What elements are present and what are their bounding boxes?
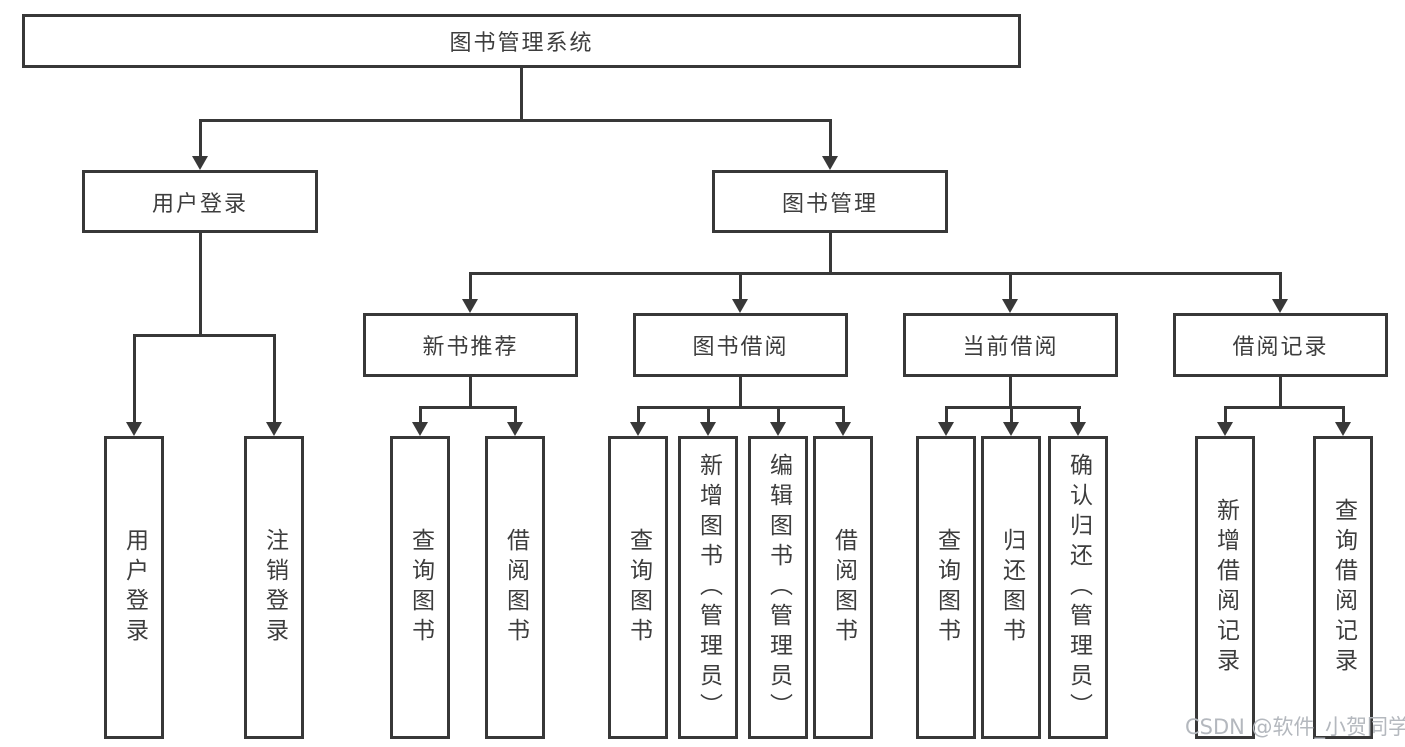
leaf-logout: 注销登录	[244, 436, 304, 739]
arrowhead-down-icon	[835, 422, 851, 436]
leaf-current-return-books: 归还图书	[981, 436, 1041, 739]
connector-line	[199, 231, 202, 335]
arrowhead-down-icon	[1003, 422, 1019, 436]
connector-line	[1009, 272, 1012, 301]
leaf-records-add-record: 新增借阅记录	[1195, 436, 1255, 739]
arrowhead-down-icon	[507, 422, 523, 436]
connector-line	[1279, 272, 1282, 301]
connector-line	[514, 406, 517, 424]
node-borrow-records: 借阅记录	[1173, 313, 1388, 377]
arrowhead-down-icon	[1070, 422, 1086, 436]
node-book-management-label: 图书管理	[781, 191, 878, 217]
connector-line	[739, 272, 742, 301]
leaf-borrow-add-books-admin: 新增图书（管理员）	[678, 436, 738, 739]
arrowhead-down-icon	[1272, 299, 1288, 313]
leaf-current-query-books: 查询图书	[916, 436, 976, 739]
connector-line	[945, 406, 948, 424]
arrowhead-down-icon	[700, 422, 716, 436]
connector-line	[637, 406, 845, 409]
connector-line	[829, 231, 832, 275]
arrowhead-down-icon	[1335, 422, 1351, 436]
connector-line	[777, 406, 780, 424]
leaf-borrow-edit-books-admin-label: 编辑图书（管理员）	[765, 452, 792, 723]
arrowhead-down-icon	[822, 156, 838, 170]
leaf-user-login: 用户登录	[104, 436, 164, 739]
connector-line	[1279, 375, 1282, 409]
node-book-management: 图书管理	[712, 170, 948, 233]
connector-line	[637, 406, 640, 424]
leaf-current-confirm-return-admin-label: 确认归还（管理员）	[1065, 452, 1092, 723]
leaf-current-return-books-label: 归还图书	[998, 527, 1025, 648]
connector-line	[945, 406, 1081, 409]
connector-line	[273, 334, 276, 424]
leaf-newrec-query-books: 查询图书	[390, 436, 450, 739]
connector-line	[739, 375, 742, 409]
node-current-borrow-label: 当前借阅	[962, 335, 1059, 360]
arrowhead-down-icon	[1002, 299, 1018, 313]
leaf-borrow-borrow-books-label: 借阅图书	[830, 527, 857, 648]
node-user-login: 用户登录	[82, 170, 318, 233]
arrowhead-down-icon	[462, 299, 478, 313]
arrowhead-down-icon	[266, 422, 282, 436]
node-book-borrow: 图书借阅	[633, 313, 848, 377]
connector-line	[707, 406, 710, 424]
connector-line	[1077, 406, 1080, 424]
connector-line	[419, 406, 517, 409]
leaf-logout-label: 注销登录	[261, 527, 288, 648]
connector-line	[1010, 406, 1013, 424]
leaf-newrec-borrow-books: 借阅图书	[485, 436, 545, 739]
node-new-book-recommend: 新书推荐	[363, 313, 578, 377]
leaf-current-query-books-label: 查询图书	[933, 527, 960, 648]
arrowhead-down-icon	[732, 299, 748, 313]
leaf-borrow-query-books-label: 查询图书	[625, 527, 652, 648]
node-root-label: 图书管理系统	[449, 31, 594, 56]
connector-line	[829, 119, 832, 159]
node-new-book-recommend-label: 新书推荐	[422, 335, 519, 360]
connector-line	[520, 66, 523, 121]
leaf-current-confirm-return-admin: 确认归还（管理员）	[1048, 436, 1108, 739]
connector-line	[1009, 375, 1012, 409]
connector-line	[469, 272, 1282, 275]
connector-line	[199, 119, 831, 122]
leaf-borrow-borrow-books: 借阅图书	[813, 436, 873, 739]
arrowhead-down-icon	[938, 422, 954, 436]
connector-line	[419, 406, 422, 424]
leaf-records-query-record-label: 查询借阅记录	[1330, 497, 1357, 678]
connector-line	[1224, 406, 1345, 409]
arrowhead-down-icon	[126, 422, 142, 436]
leaf-borrow-add-books-admin-label: 新增图书（管理员）	[695, 452, 722, 723]
leaf-user-login-label: 用户登录	[121, 527, 148, 648]
connector-line	[1224, 406, 1227, 424]
connector-line	[469, 272, 472, 301]
leaf-newrec-borrow-books-label: 借阅图书	[502, 527, 529, 648]
connector-line	[199, 119, 202, 159]
leaf-records-query-record: 查询借阅记录	[1313, 436, 1373, 739]
node-root: 图书管理系统	[22, 14, 1021, 68]
leaf-borrow-query-books: 查询图书	[608, 436, 668, 739]
leaf-borrow-edit-books-admin: 编辑图书（管理员）	[748, 436, 808, 739]
leaf-newrec-query-books-label: 查询图书	[407, 527, 434, 648]
connector-line	[842, 406, 845, 424]
csdn-watermark: CSDN @软件_小贺同学	[1185, 715, 1405, 739]
connector-line	[133, 334, 275, 337]
arrowhead-down-icon	[412, 422, 428, 436]
connector-line	[469, 375, 472, 409]
connector-line	[1342, 406, 1345, 424]
node-borrow-records-label: 借阅记录	[1232, 335, 1329, 360]
node-current-borrow: 当前借阅	[903, 313, 1118, 377]
arrowhead-down-icon	[192, 156, 208, 170]
connector-line	[133, 334, 136, 424]
arrowhead-down-icon	[770, 422, 786, 436]
node-user-login-label: 用户登录	[151, 191, 248, 217]
arrowhead-down-icon	[630, 422, 646, 436]
node-book-borrow-label: 图书借阅	[692, 335, 789, 360]
arrowhead-down-icon	[1217, 422, 1233, 436]
leaf-records-add-record-label: 新增借阅记录	[1212, 497, 1239, 678]
